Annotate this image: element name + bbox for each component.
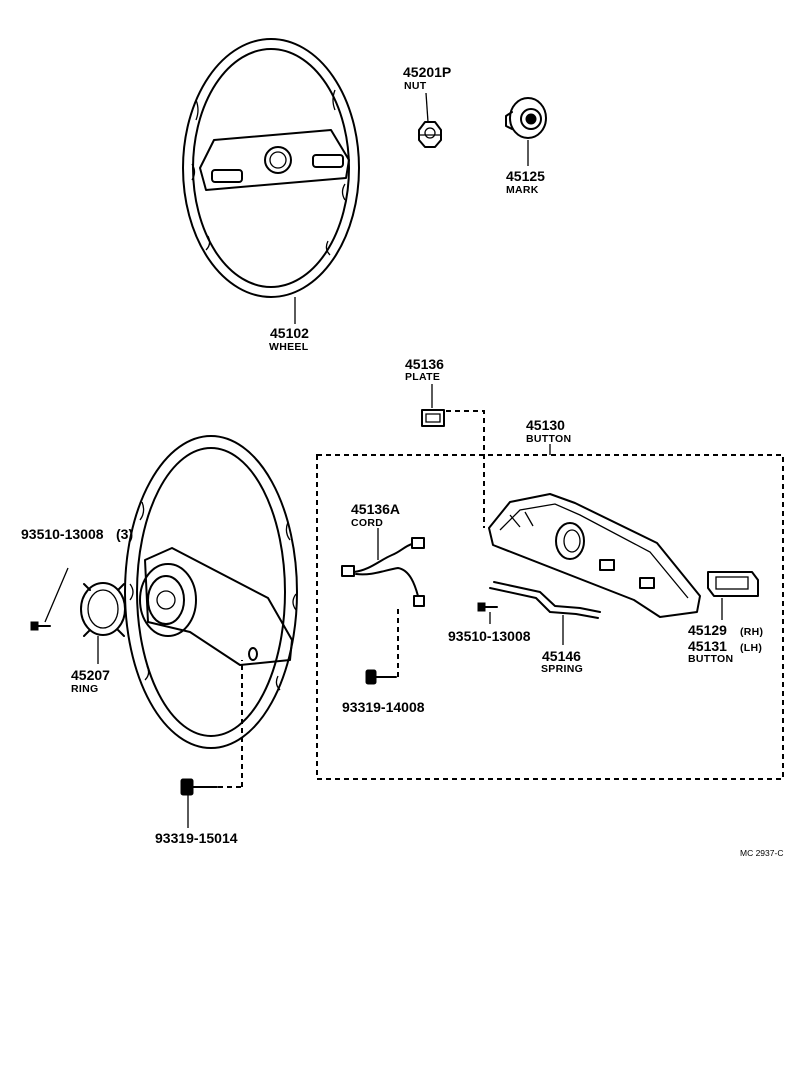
part-qty-3: (3) [116, 526, 133, 542]
part-number-45136a: 45136A [351, 501, 400, 517]
mark-45125-drawing [505, 97, 547, 139]
part-name-ring: RING [71, 683, 98, 695]
part-number-45130: 45130 [526, 417, 565, 433]
part-side-rh: (RH) [740, 626, 763, 638]
part-name-plate: PLATE [405, 371, 440, 383]
part-number-93510-13008-b: 93510-13008 [448, 628, 531, 644]
part-name-button-side: BUTTON [688, 653, 733, 665]
part-name-button: BUTTON [526, 433, 571, 445]
part-number-45207: 45207 [71, 667, 110, 683]
screw-93319-15014-drawing [180, 660, 243, 796]
part-number-93510-13008: 93510-13008 [21, 526, 104, 542]
side-button-drawing [707, 571, 759, 620]
drawing-reference: MC 2937-C [740, 848, 783, 858]
part-number-45129: 45129 [688, 622, 727, 638]
part-number-93319-14008: 93319-14008 [342, 699, 425, 715]
label-button-assy: 45130 BUTTON [526, 417, 571, 445]
label-screw-ring: 93510-13008 (3) [21, 526, 133, 542]
label-nut: 45201P NUT [403, 64, 451, 92]
part-number-45136: 45136 [405, 356, 444, 372]
part-number-45102: 45102 [270, 325, 309, 341]
part-side-lh: (LH) [740, 642, 762, 654]
cord-45136a-drawing [341, 528, 425, 607]
label-ring: 45207 RING [71, 667, 110, 695]
label-screw-spring: 93510-13008 [448, 628, 531, 644]
part-number-45125: 45125 [506, 168, 545, 184]
part-number-45146: 45146 [542, 648, 581, 664]
steering-wheel-front [182, 38, 360, 298]
part-number-93319-15014: 93319-15014 [155, 830, 238, 846]
nut-45201p-drawing [418, 121, 442, 148]
spring-45146-drawing [489, 581, 601, 645]
label-plate: 45136 PLATE [405, 356, 444, 383]
button-pad-drawing [488, 493, 701, 618]
label-cord: 45136A CORD [351, 501, 400, 529]
plate-45136-drawing [421, 409, 485, 528]
part-name-cord: CORD [351, 517, 383, 529]
label-mark: 45125 MARK [506, 168, 545, 196]
part-name-wheel: WHEEL [269, 341, 309, 353]
label-screw-cord: 93319-14008 [342, 699, 425, 715]
label-screw-wheel: 93319-15014 [155, 830, 238, 846]
button-assy-boundary [316, 454, 784, 780]
part-number-45131: 45131 [688, 638, 727, 654]
label-button-rh-lh: 45129 (RH) 45131 (LH) BUTTON [688, 622, 763, 665]
label-wheel: 45102 WHEEL [269, 325, 309, 353]
part-name-spring: SPRING [541, 663, 583, 675]
label-spring: 45146 SPRING [541, 648, 583, 675]
part-number-45201p: 45201P [403, 64, 451, 80]
part-name-mark: MARK [506, 184, 539, 196]
screw-93319-14008-drawing [365, 606, 399, 685]
ring-45207-drawing [80, 582, 126, 637]
screw-93510-13008-ring [30, 567, 69, 631]
screw-93510-13008-spring [477, 602, 498, 624]
part-name-nut: NUT [404, 80, 427, 92]
steering-wheel-rear [124, 435, 298, 749]
